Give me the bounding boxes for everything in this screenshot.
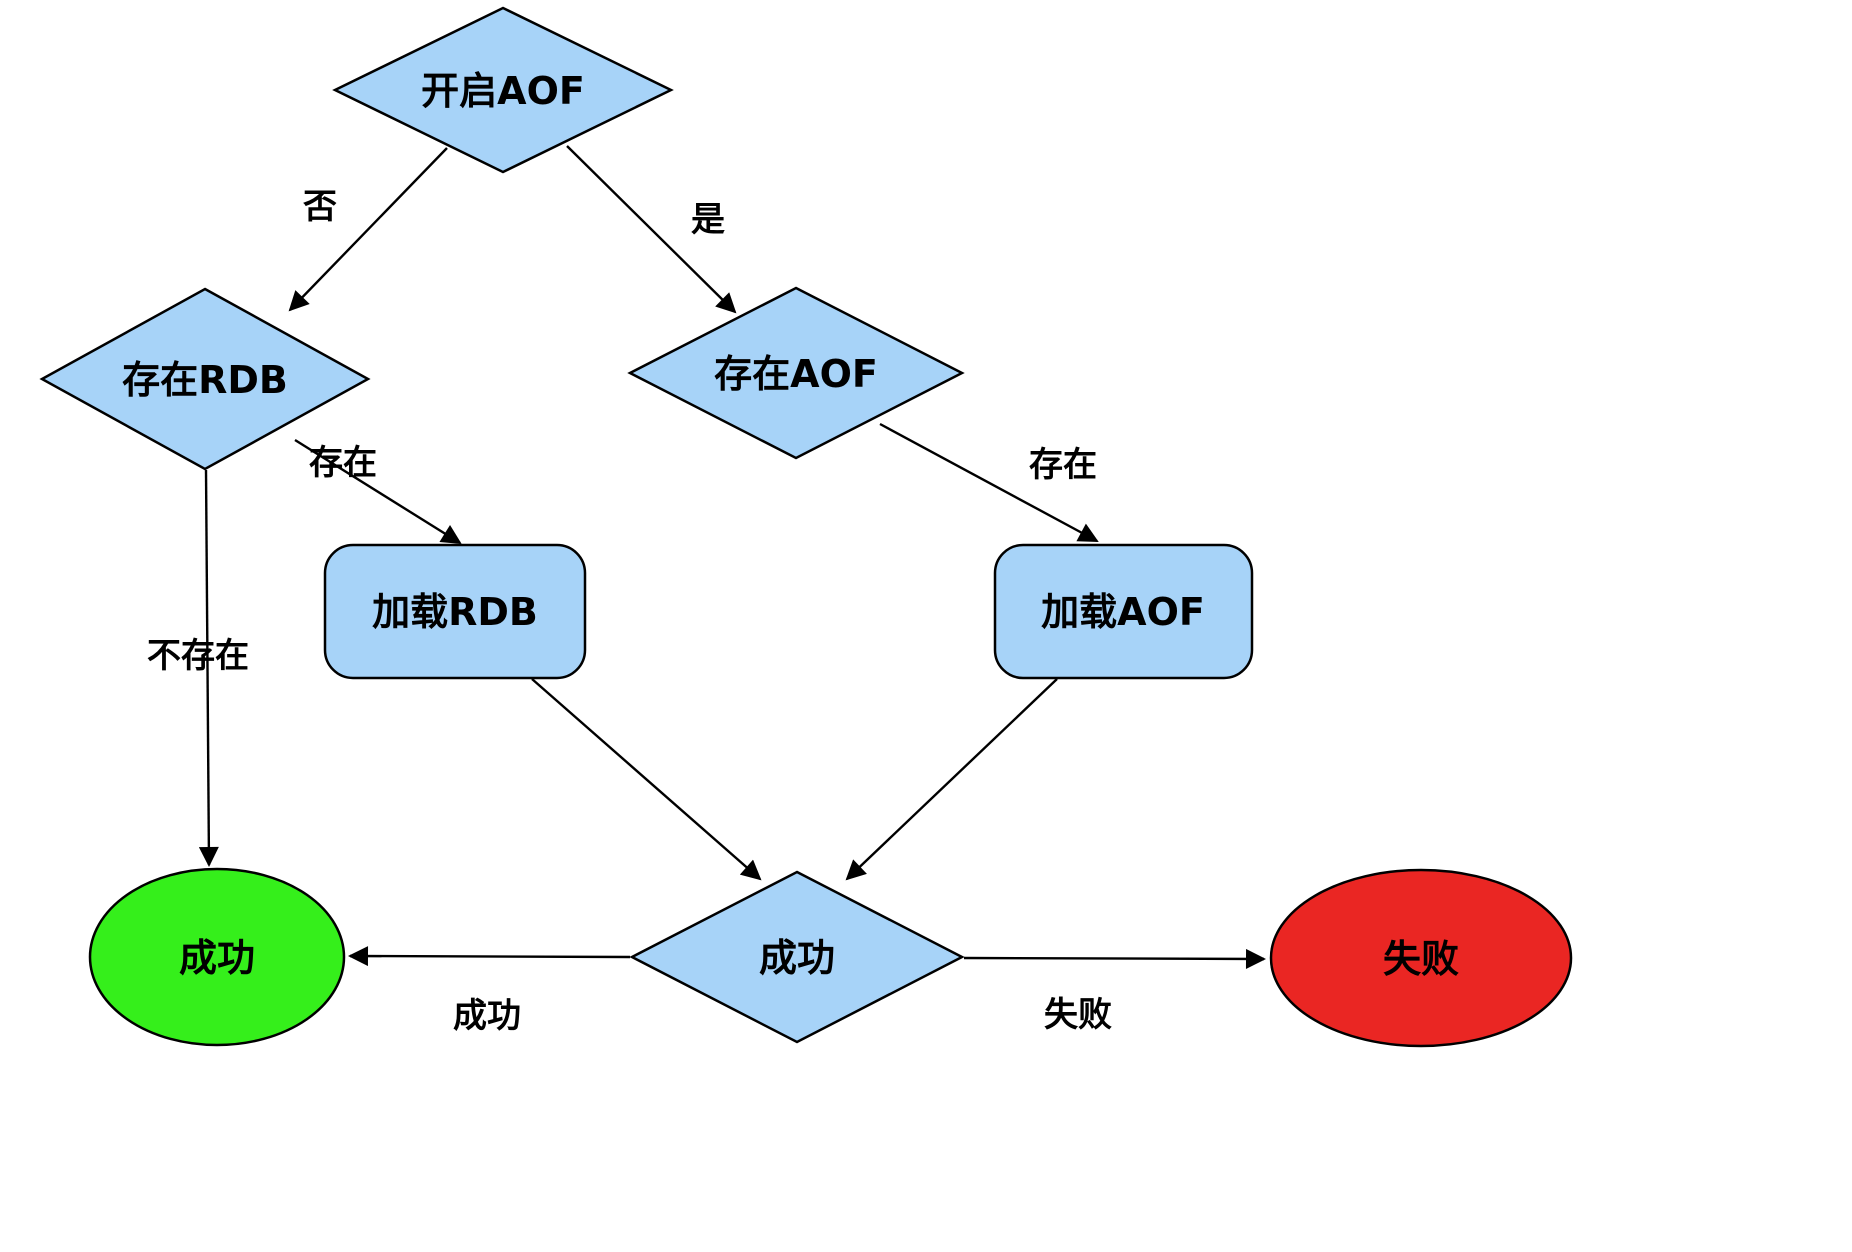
edge-label-aof-exist: 存在: [1029, 445, 1097, 485]
diamond-shape: [39, 287, 371, 471]
node-load-aof-process: 加载AOF: [993, 543, 1254, 680]
edge-labels: 否 是 存在 存在 不存在 成功 失败: [147, 187, 1112, 1036]
node-load-rdb-process: 加载RDB: [323, 543, 587, 680]
node-label: 开启AOF: [421, 69, 585, 113]
node-label: 加载AOF: [1041, 590, 1205, 634]
node-label: 存在AOF: [714, 352, 878, 396]
rounded-rect-shape: [323, 543, 587, 680]
edge-label-no: 否: [303, 187, 337, 227]
ellipse-shape: [1269, 868, 1573, 1048]
edge-rdb-not-exist-arrow: [198, 469, 219, 867]
edge-aof-exist-arrow: [879, 422, 1099, 543]
node-result-check-decision: 成功: [629, 870, 965, 1044]
node-label: 成功: [759, 936, 835, 980]
edges: [198, 145, 1266, 969]
edge-yes-arrow: [566, 145, 737, 314]
edge-label-yes: 是: [691, 200, 725, 240]
nodes: 开启AOF 存在RDB 存在AOF 加载RDB 加载AOF: [39, 6, 1573, 1048]
edge-label-check-success: 成功: [453, 996, 521, 1036]
diamond-shape: [332, 6, 674, 174]
edge-label-rdb-exist: 存在: [309, 443, 377, 483]
node-aof-exists-decision: 存在AOF: [627, 286, 965, 460]
edge-label-check-failure: 失败: [1044, 995, 1112, 1035]
node-rdb-exists-decision: 存在RDB: [39, 287, 371, 471]
edge-check-success-arrow: [348, 946, 631, 967]
edge-check-failure-arrow: [963, 948, 1266, 969]
edge-rdb-exist-arrow: [294, 438, 462, 545]
node-success-terminal: 成功: [88, 867, 346, 1047]
node-label: 成功: [179, 936, 255, 980]
rounded-rect-shape: [993, 543, 1254, 680]
node-label: 失败: [1383, 937, 1459, 981]
diamond-shape: [629, 870, 965, 1044]
edge-load-aof-done-arrow: [845, 678, 1058, 881]
node-label: 加载RDB: [372, 590, 538, 634]
node-start-aof-decision: 开启AOF: [332, 6, 674, 174]
node-failure-terminal: 失败: [1269, 868, 1573, 1048]
node-label: 存在RDB: [122, 358, 288, 402]
edge-no-arrow: [288, 147, 448, 312]
edge-load-rdb-done-arrow: [531, 678, 762, 881]
ellipse-shape: [88, 867, 346, 1047]
diamond-shape: [627, 286, 965, 460]
edge-label-rdb-not-exist: 不存在: [147, 636, 249, 676]
